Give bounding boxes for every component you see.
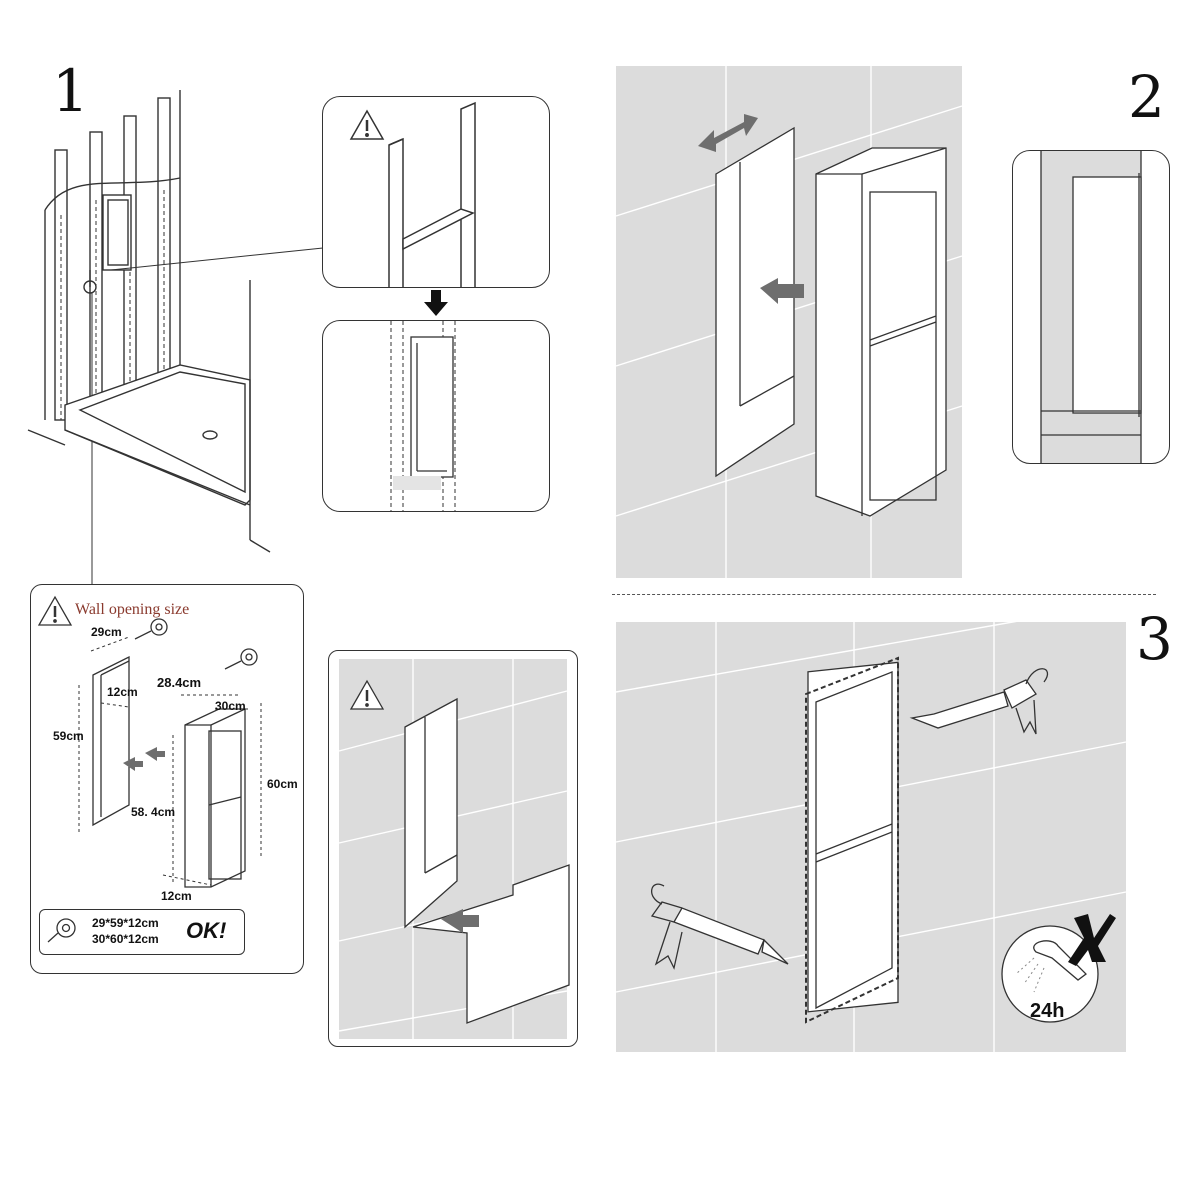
step3-scene: 24h [615, 601, 1127, 1052]
step-number-2: 2 [1128, 63, 1165, 131]
double-arrow-icon [698, 114, 758, 152]
tape-measure-icon [47, 918, 76, 943]
niche-inner-width-label: 30cm [215, 699, 246, 713]
size-check-box: 29*59*12cm 30*60*12cm OK! [39, 909, 245, 955]
niche-height-total-label: 60cm [267, 777, 298, 791]
caulk-gun-icon [909, 668, 1049, 735]
cure-time-label: 24h [1030, 1000, 1065, 1022]
niche-frame-callout [322, 320, 550, 512]
section-divider [612, 594, 1156, 597]
opening-height-label: 59cm [53, 729, 84, 743]
wall-opening-size-panel: Wall opening size 29cm 12cm 59cm 28.4cm … [30, 584, 304, 974]
step1-shower-scene [0, 0, 402, 600]
step2-scene [615, 66, 963, 578]
niche-depth-label: 12cm [161, 889, 192, 903]
arrow-down-icon [424, 290, 448, 316]
step-number-3: 3 [1136, 605, 1173, 673]
size-check-line1: 29*59*12cm [92, 916, 159, 930]
stud-brace-callout [322, 96, 550, 288]
size-check-status: OK! [186, 918, 227, 943]
step-number-1: 1 [52, 57, 89, 125]
no-cross-icon [1068, 914, 1116, 966]
niche-install-warning-panel [328, 650, 578, 1047]
size-check-line2: 30*60*12cm [92, 932, 159, 946]
niche-outer-width-label: 28.4cm [157, 675, 202, 690]
wall-opening-title: Wall opening size [75, 601, 190, 618]
step2-flush-detail-panel [1012, 150, 1170, 464]
opening-width-label: 29cm [91, 625, 122, 639]
opening-depth-label: 12cm [107, 685, 138, 699]
shower-head-icon [1001, 925, 1099, 1023]
niche-height-inner-label: 58. 4cm [131, 805, 176, 819]
